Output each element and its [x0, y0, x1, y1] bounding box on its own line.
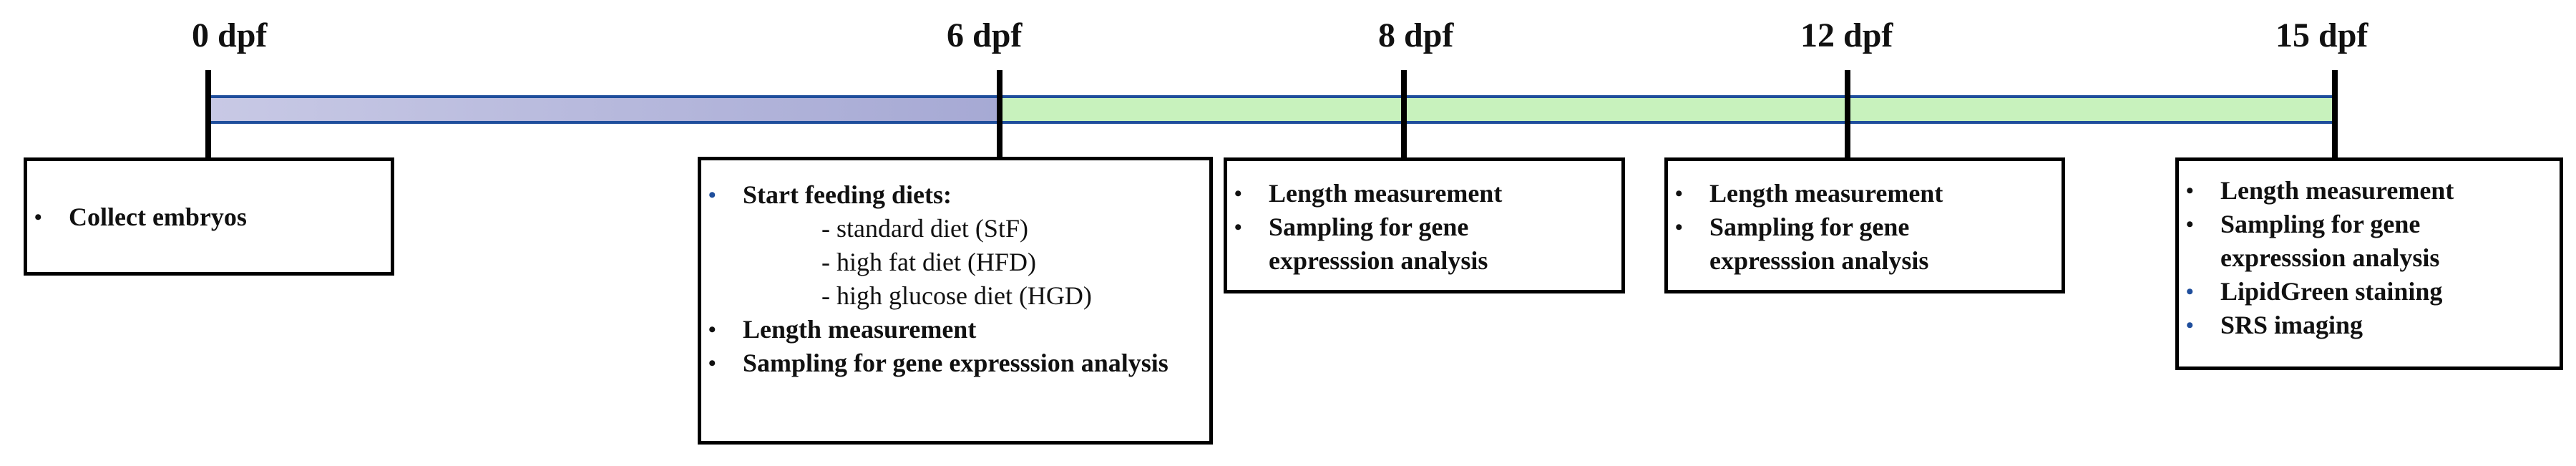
- list-item: •SRS imaging: [2179, 309, 2560, 342]
- list-item: •Length measurement: [1227, 177, 1621, 210]
- bullet-icon: •: [1675, 215, 1683, 239]
- list-item: •Sampling for gene expresssion analysis: [2179, 208, 2560, 275]
- timeline-bar-feeding: [1000, 95, 2335, 124]
- list-item: •Length measurement: [701, 313, 1209, 346]
- list-item-diet: - high fat diet (HFD): [821, 248, 1036, 276]
- list-item: •Sampling for gene expresssion analysis: [1227, 210, 1621, 278]
- list-item: •Start feeding diets:: [701, 178, 1209, 212]
- list-item-diet: - high glucose diet (HGD): [821, 281, 1092, 310]
- bullet-icon: •: [2186, 280, 2194, 304]
- bullet-icon: •: [708, 351, 716, 375]
- list-item: •Length measurement: [2179, 174, 2560, 208]
- tick-line-15dpf: [2332, 70, 2338, 159]
- bullet-icon: •: [34, 205, 42, 229]
- bullet-icon: •: [2186, 179, 2194, 203]
- tick-line-12dpf: [1845, 70, 1850, 159]
- bullet-icon: •: [708, 183, 716, 207]
- info-box-8dpf: •Length measurement •Sampling for gene e…: [1224, 157, 1625, 293]
- list-item: •Collect embryos: [27, 200, 391, 234]
- bullet-icon: •: [2186, 213, 2194, 236]
- tick-label-6dpf: 6 dpf: [947, 16, 1023, 54]
- list-item: •Length measurement: [1668, 177, 2062, 210]
- tick-label-0dpf: 0 dpf: [192, 16, 268, 54]
- bullet-icon: •: [2186, 314, 2194, 337]
- info-box-0dpf: •Collect embryos: [24, 157, 394, 276]
- timeline-bar-hatching: [208, 95, 1000, 124]
- list-item: •Sampling for gene expresssion analysis: [701, 346, 1209, 380]
- list-item-diet: - standard diet (StF): [821, 214, 1028, 243]
- tick-label-15dpf: 15 dpf: [2275, 16, 2368, 54]
- tick-line-8dpf: [1401, 70, 1407, 159]
- info-box-12dpf: •Length measurement •Sampling for gene e…: [1664, 157, 2065, 293]
- list-item: •Sampling for gene expresssion analysis: [1668, 210, 2062, 278]
- tick-line-0dpf: [205, 70, 211, 159]
- info-box-15dpf: •Length measurement •Sampling for gene e…: [2175, 157, 2563, 370]
- bullet-icon: •: [1234, 215, 1242, 239]
- tick-label-8dpf: 8 dpf: [1378, 16, 1454, 54]
- tick-line-6dpf: [997, 70, 1002, 159]
- tick-label-12dpf: 12 dpf: [1800, 16, 1893, 54]
- list-item: •LipidGreen staining: [2179, 275, 2560, 309]
- info-box-6dpf: •Start feeding diets: - standard diet (S…: [698, 157, 1213, 445]
- bullet-icon: •: [1234, 182, 1242, 205]
- bullet-icon: •: [1675, 182, 1683, 205]
- bullet-icon: •: [708, 318, 716, 341]
